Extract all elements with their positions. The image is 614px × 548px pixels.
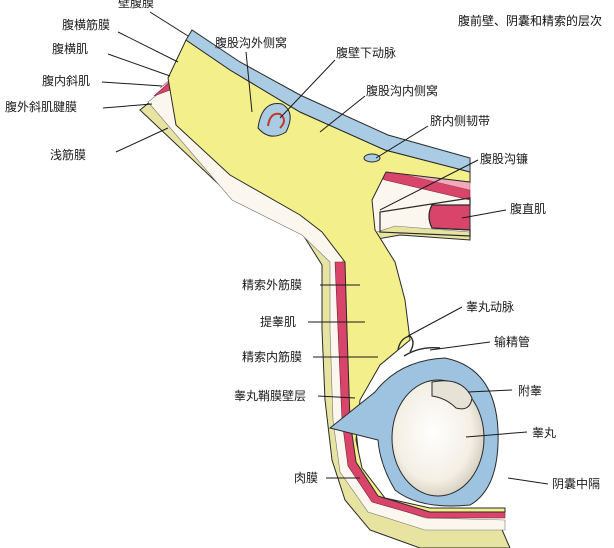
ductus-deferens-vessel: [403, 346, 441, 357]
label-rectus-abdominis: 腹直肌: [510, 202, 547, 216]
label-external-oblique-aponeurosis: 腹外斜肌腱膜: [5, 100, 78, 114]
label-internal-spermatic-fascia: 精索内筋膜: [242, 350, 303, 364]
label-superficial-fascia: 浅筋膜: [50, 148, 87, 162]
label-transversalis-fascia: 腹横筋膜: [62, 18, 111, 32]
label-testicular-artery: 睾丸动脉: [466, 300, 515, 314]
parietal-peritoneum-layer: [185, 29, 471, 173]
label-epididymis: 附睾: [518, 384, 543, 398]
epigastric-vessel: [267, 112, 285, 129]
label-internal-oblique: 腹内斜肌: [42, 74, 91, 88]
label-dartos: 肉膜: [294, 471, 319, 485]
diagram-title: 腹前壁、阴囊和精索的层次: [458, 14, 603, 28]
transversalis-fascia-layer: [167, 39, 506, 513]
label-cremaster: 提睾肌: [260, 315, 297, 329]
label-medial-umbilical-fold: 脐内侧韧带: [430, 114, 491, 128]
label-scrotal-septum: 阴囊中隔: [552, 477, 601, 491]
epididymis-body: [431, 380, 473, 410]
lateral-fossa-loop: [257, 103, 291, 137]
label-inguinal-falx: 腹股沟镰: [480, 152, 529, 166]
label-peritoneum-wall: 壁腹膜: [118, 0, 155, 10]
rectus-sheath: [379, 197, 471, 237]
label-lateral-inguinal-fossa: 腹股沟外侧窝: [215, 36, 288, 50]
testicular-artery-vessel: [397, 335, 414, 353]
umbilical-fold-vessel: [363, 153, 381, 163]
label-testis: 睾丸: [532, 426, 557, 440]
leader-lines: [101, 11, 549, 485]
label-inferior-epigastric-artery: 腹壁下动脉: [336, 46, 397, 60]
label-medial-inguinal-fossa: 腹股沟内侧窝: [366, 84, 439, 98]
label-transversus-abdominis: 腹横肌: [52, 42, 89, 56]
label-ductus-deferens: 输精管: [494, 335, 531, 349]
label-external-spermatic-fascia: 精索外筋膜: [242, 278, 303, 292]
label-tunica-vaginalis-parietal: 睾丸鞘膜壁层: [234, 389, 307, 403]
